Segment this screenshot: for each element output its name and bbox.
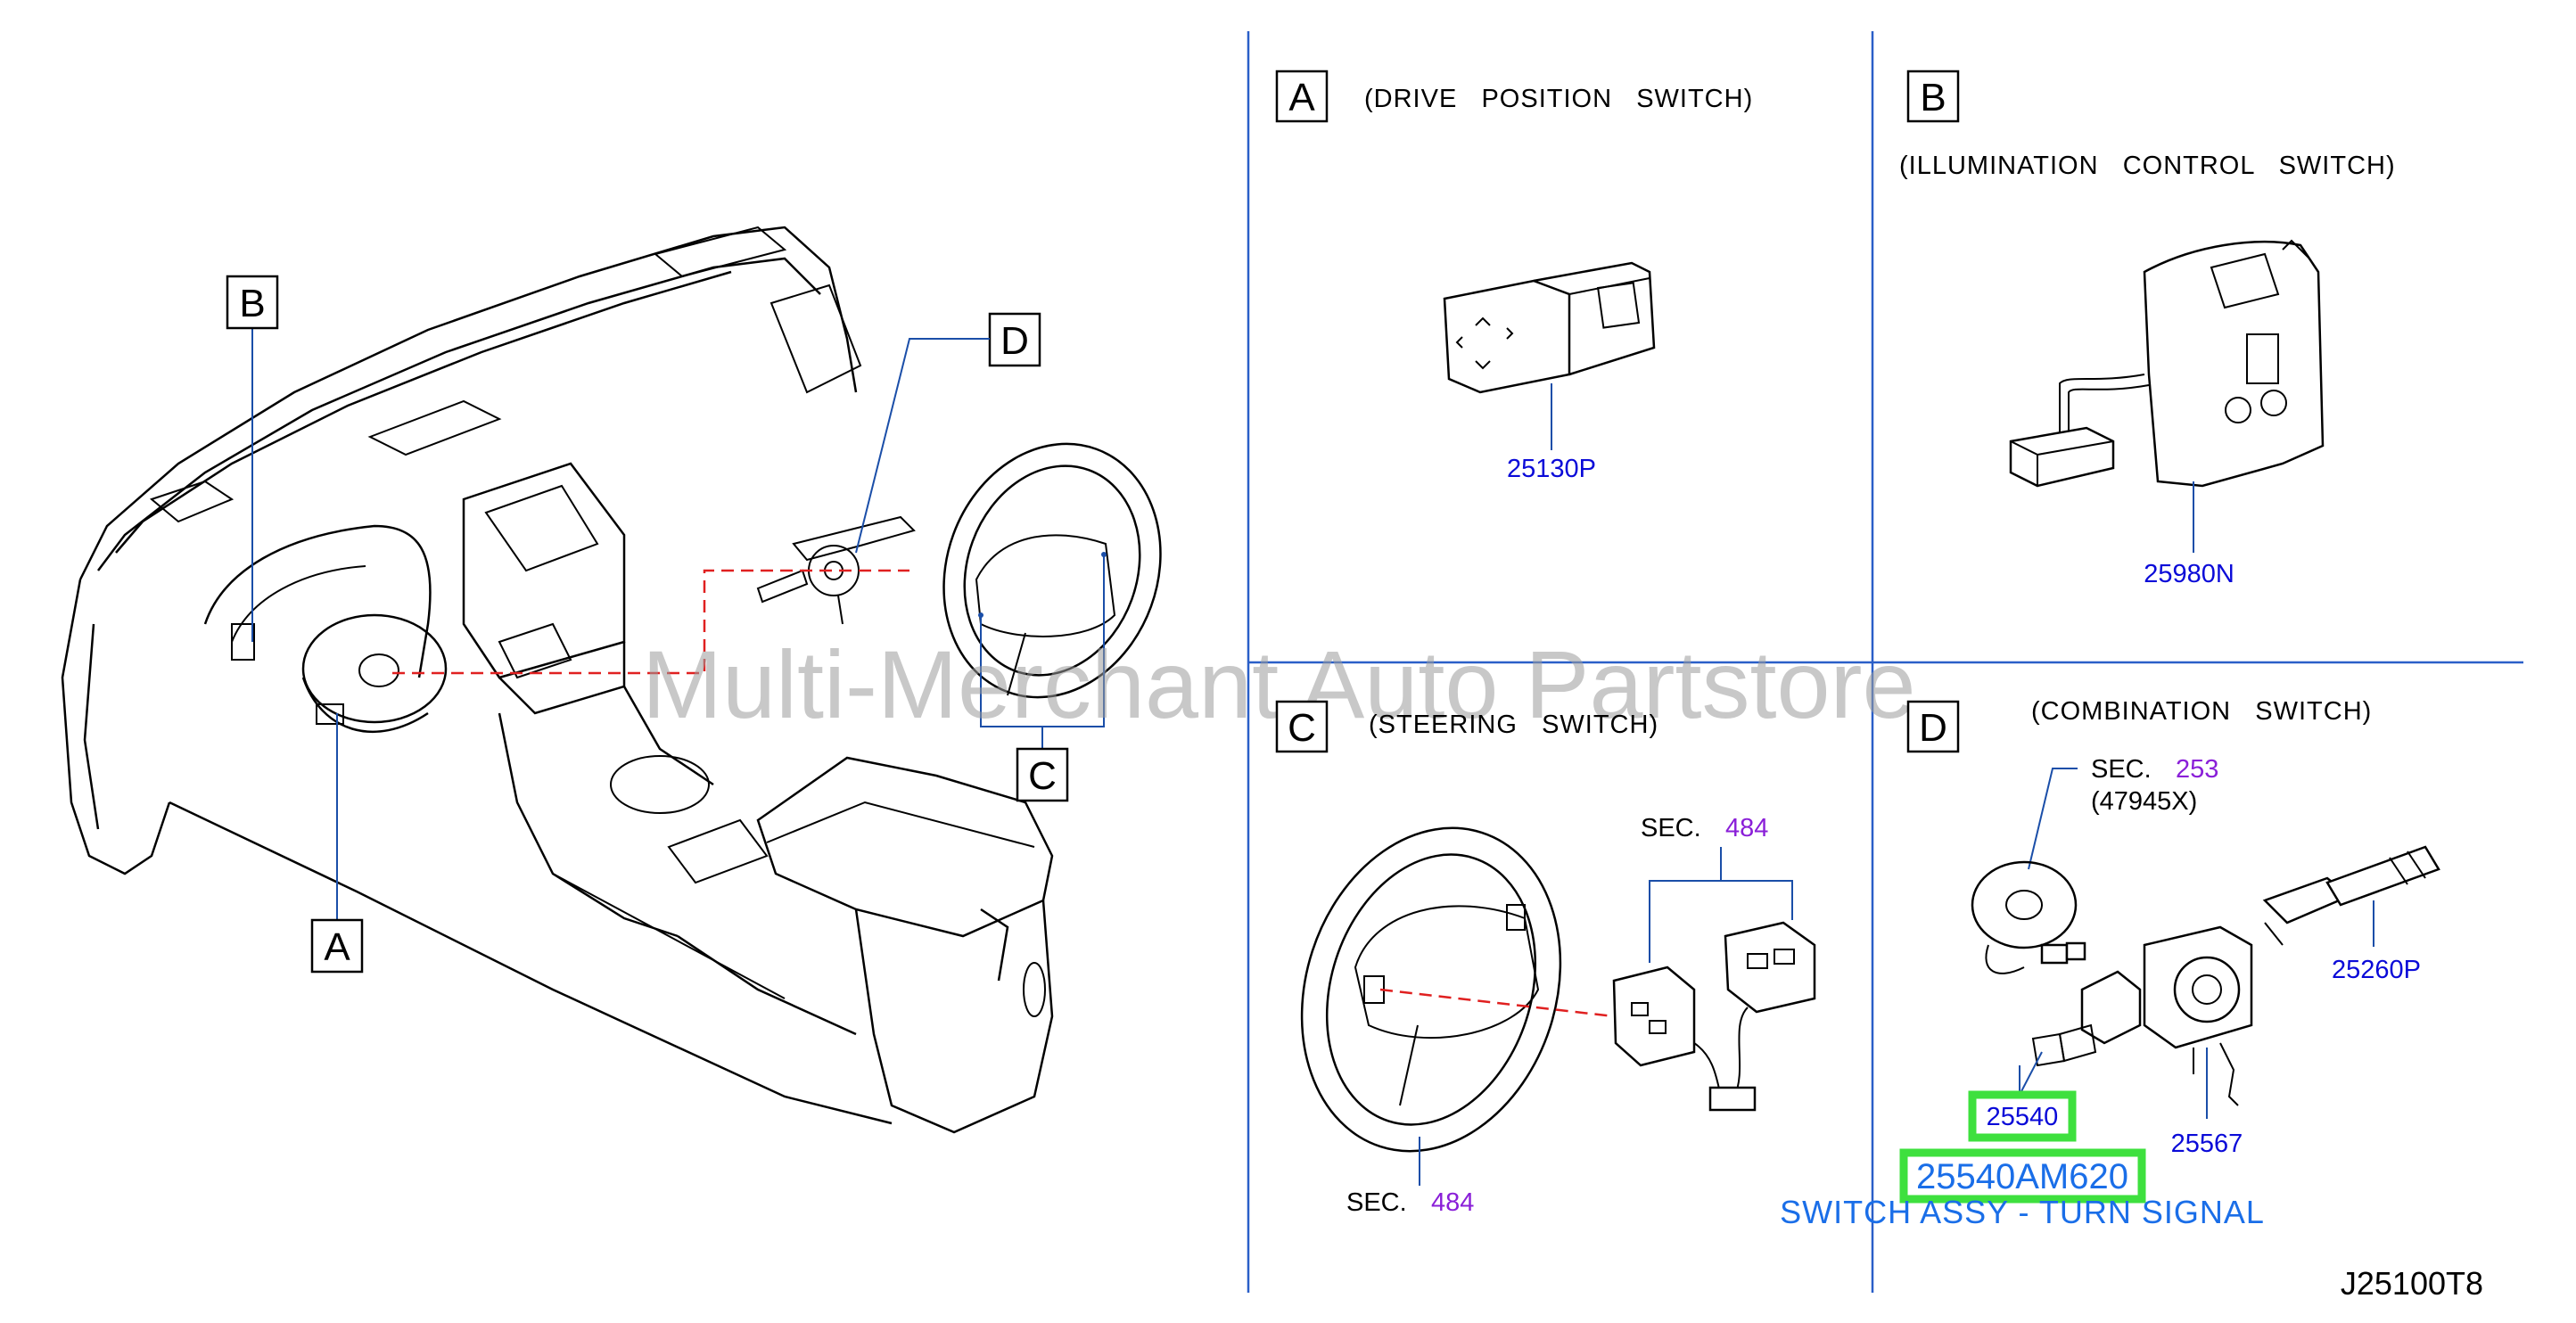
callout-box-c[interactable]: C	[1016, 747, 1069, 802]
panel-dividers	[1247, 31, 2523, 1293]
main-red-leaders	[392, 569, 909, 675]
main-steering-wheel	[942, 442, 1162, 699]
steering-wheel-c	[1300, 826, 1562, 1186]
wiper-switch	[2262, 845, 2440, 947]
c-sec-top-label: SEC.	[1641, 814, 1701, 842]
dashboard-illustration	[61, 226, 1054, 1134]
d-sec-sub: (47945X)	[2091, 787, 2197, 816]
c-sec-bottom-number[interactable]: 484	[1431, 1188, 1474, 1217]
section-a-header: A (DRIVE POSITION SWITCH)	[1275, 70, 1753, 123]
spiral-cable	[1971, 768, 2086, 974]
part-25260p[interactable]: 25260P	[2332, 956, 2421, 984]
part-25540[interactable]: 25540	[1987, 1103, 2059, 1131]
section-b-title: (ILLUMINATION CONTROL SWITCH)	[1899, 152, 2396, 180]
section-d-title: (COMBINATION SWITCH)	[2031, 697, 2372, 726]
section-b-letter: B	[1920, 76, 1946, 119]
part-number-highlight[interactable]: 25540AM620	[1899, 1148, 2146, 1204]
section-b-header: B (ILLUMINATION CONTROL SWITCH)	[1899, 70, 2396, 180]
diagram-code: J25100T8	[2341, 1265, 2483, 1302]
section-a-letter: A	[1288, 76, 1315, 119]
callout-box-d[interactable]: D	[988, 312, 1041, 367]
d-sec-number[interactable]: 253	[2176, 755, 2218, 784]
callout-b-label: B	[239, 282, 265, 325]
section-c-title: (STEERING SWITCH)	[1369, 711, 1658, 739]
callout-box-a[interactable]: A	[310, 918, 364, 974]
section-c-letter: C	[1288, 706, 1316, 750]
section-c-header: C (STEERING SWITCH)	[1275, 700, 1658, 753]
section-a-title: (DRIVE POSITION SWITCH)	[1364, 85, 1753, 113]
steering-switch-units	[1379, 847, 1816, 1112]
turn-signal-switch	[2019, 970, 2142, 1096]
combination-switch-body	[2143, 925, 2253, 1119]
part-25540-highlight[interactable]: 25540	[1968, 1090, 2077, 1142]
drive-position-switch	[1443, 261, 1656, 450]
callout-c-label: C	[1028, 754, 1057, 798]
c-sec-bottom-label: SEC.	[1346, 1188, 1407, 1217]
main-callout-leaders	[251, 325, 1105, 920]
d-sec-label: SEC.	[2091, 755, 2152, 784]
callout-d-label: D	[1000, 319, 1029, 363]
part-25980n[interactable]: 25980N	[2144, 560, 2234, 588]
highlight-part-number[interactable]: 25540AM620	[1916, 1157, 2128, 1196]
illumination-control-switch	[2009, 239, 2325, 553]
section-d-letter: D	[1919, 706, 1947, 750]
c-sec-top-number[interactable]: 484	[1725, 814, 1768, 842]
section-d-header: D (COMBINATION SWITCH)	[1906, 697, 2372, 753]
callout-a-label: A	[324, 925, 350, 969]
part-25130p[interactable]: 25130P	[1507, 455, 1596, 483]
highlight-description: SWITCH ASSY - TURN SIGNAL	[1780, 1194, 2265, 1230]
part-25567[interactable]: 25567	[2171, 1130, 2243, 1158]
callout-box-b[interactable]: B	[226, 275, 279, 330]
